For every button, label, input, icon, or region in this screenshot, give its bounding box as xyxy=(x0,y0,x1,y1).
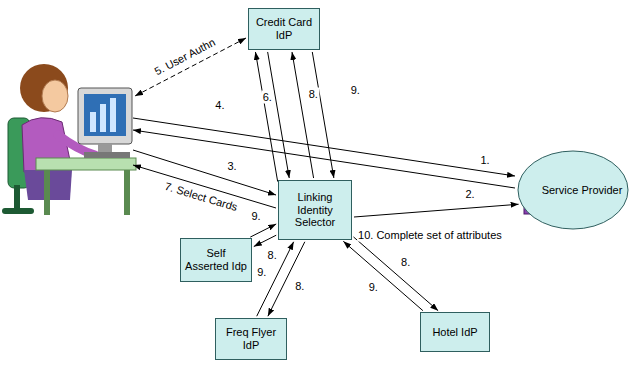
connector-arrow xyxy=(254,235,276,246)
step-label: 2. xyxy=(464,188,475,201)
node-label: Credit Card IdP xyxy=(253,16,315,41)
connector-arrow xyxy=(354,237,439,311)
node-label: Self Asserted Idp xyxy=(185,247,247,272)
process-box: Self Asserted Idp xyxy=(180,238,252,282)
node-label: Freq Flyer IdP xyxy=(220,326,282,351)
step-label: 6. xyxy=(262,91,273,104)
connector-arrow xyxy=(292,52,314,178)
connector-arrow xyxy=(312,52,334,178)
connector-arrow xyxy=(257,242,294,316)
connector-arrow xyxy=(343,241,423,310)
node-label: Hotel IdP xyxy=(432,326,477,339)
connector-arrow xyxy=(255,52,277,182)
process-box: Freq Flyer IdP xyxy=(215,318,287,360)
ellipse-shape xyxy=(518,151,628,229)
user-figure xyxy=(2,64,136,215)
flow-line xyxy=(133,118,515,176)
step-label: 9. xyxy=(250,210,261,223)
step-label: 7. Select Cards xyxy=(162,180,240,215)
connector-arrow xyxy=(250,224,276,237)
step-label: 1. xyxy=(479,154,490,167)
step-label: 4. xyxy=(214,98,225,111)
step-label: 9. xyxy=(368,281,379,294)
step-label: 8. xyxy=(400,256,411,269)
step-label: 5. User Authn xyxy=(152,35,219,78)
process-box: Credit Card IdP xyxy=(248,8,320,50)
step-label: 8. xyxy=(267,249,278,262)
connector-arrow xyxy=(268,52,290,178)
step-label: 9. xyxy=(350,84,361,97)
step-label: 8. xyxy=(294,279,305,292)
process-box: Linking Identity Selector xyxy=(278,180,352,240)
node-label: Linking Identity Selector xyxy=(283,191,347,229)
step-label: 10. Complete set of attributes xyxy=(357,229,503,242)
process-box: Hotel IdP xyxy=(420,312,490,352)
step-label: 8. xyxy=(308,87,319,100)
step-label: 9. xyxy=(256,266,267,279)
node-label: Service Provider xyxy=(542,184,623,197)
connector-arrow xyxy=(354,204,519,217)
step-label: 3. xyxy=(226,160,237,173)
flow-line xyxy=(133,150,276,195)
provider-ellipse: Service Provider xyxy=(517,150,629,230)
